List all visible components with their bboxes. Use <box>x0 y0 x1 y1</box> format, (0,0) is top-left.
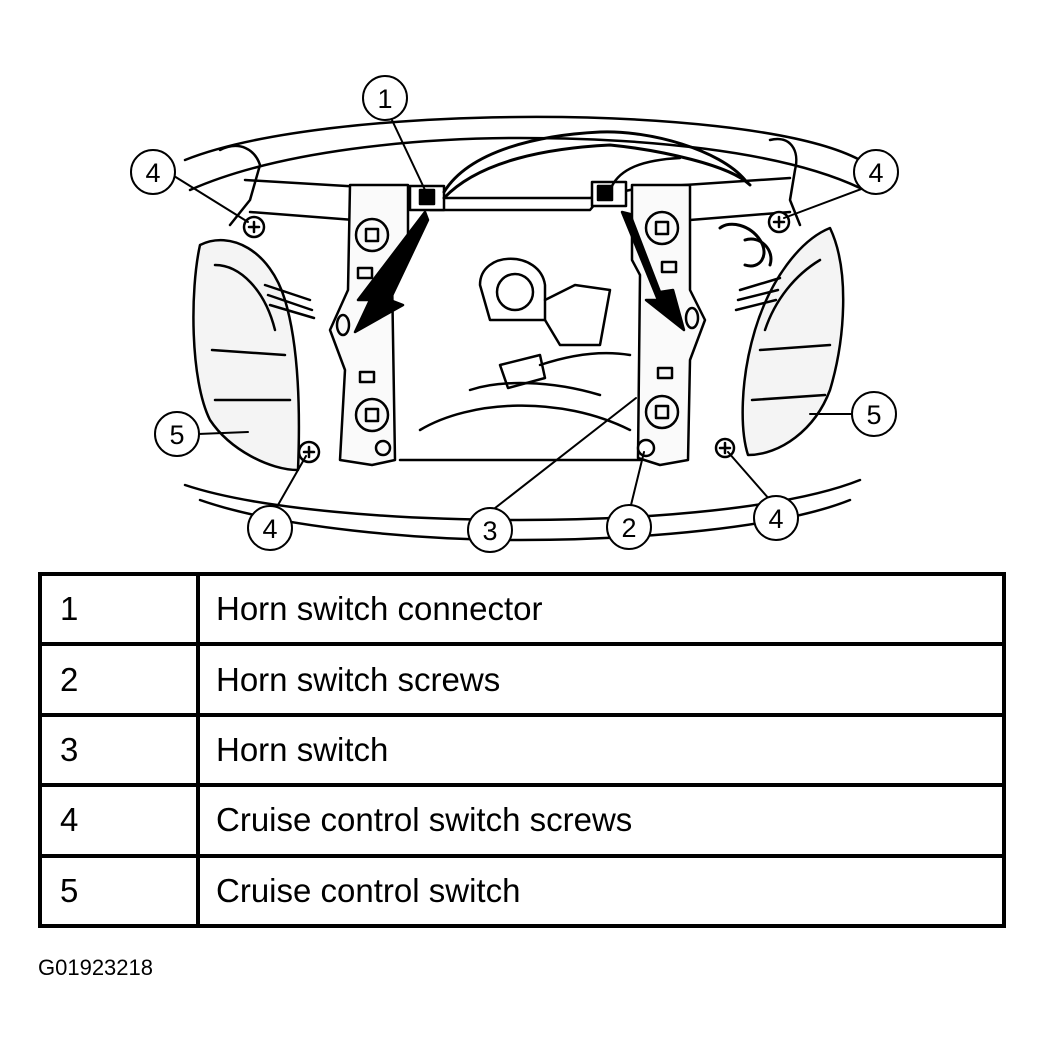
legend-number: 4 <box>38 783 200 858</box>
callout-4-bottom-left: 4 <box>247 505 293 551</box>
svg-text:5: 5 <box>169 420 184 450</box>
callout-4-bottom-right: 4 <box>753 495 799 541</box>
svg-text:5: 5 <box>866 400 881 430</box>
callout-3: 3 <box>467 507 513 553</box>
legend-number: 1 <box>38 571 200 647</box>
wheel-spokes <box>243 176 792 224</box>
legend-row: 3 Horn switch <box>38 712 1006 788</box>
legend-row: 2 Horn switch screws <box>38 642 1006 717</box>
cruise-switch-wiring <box>718 222 773 268</box>
right-cruise-control-switch <box>734 137 845 457</box>
legend-row: 5 Cruise control switch <box>38 853 1006 929</box>
callout-4-top-left: 4 <box>130 149 176 195</box>
legend-row: 4 Cruise control switch screws <box>38 783 1006 858</box>
legend-description: Horn switch <box>196 712 1006 788</box>
callout-1: 1 <box>362 75 408 121</box>
callout-4-top-right: 4 <box>853 149 899 195</box>
leader-lines <box>173 117 897 513</box>
svg-text:4: 4 <box>868 158 883 188</box>
callout-2: 2 <box>606 504 652 550</box>
left-cruise-control-switch <box>192 144 316 472</box>
legend-number: 2 <box>38 642 200 717</box>
callout-5-left: 5 <box>154 411 200 457</box>
legend-row: 1 Horn switch connector <box>38 571 1006 647</box>
svg-text:4: 4 <box>262 514 277 544</box>
cruise-switch-screws <box>242 210 791 464</box>
horn-switch-connectors <box>408 130 752 212</box>
legend-number: 3 <box>38 712 200 788</box>
svg-text:2: 2 <box>621 513 636 543</box>
legend-description: Cruise control switch screws <box>196 783 1006 858</box>
legend-number: 5 <box>38 853 200 929</box>
legend-description: Cruise control switch <box>196 853 1006 929</box>
svg-text:1: 1 <box>377 84 392 114</box>
svg-text:4: 4 <box>145 158 160 188</box>
steering-column-hub <box>398 257 642 462</box>
legend-description: Horn switch screws <box>196 642 1006 717</box>
figure-id: G01923218 <box>38 955 153 980</box>
legend-table: 1 Horn switch connector 2 Horn switch sc… <box>38 571 1006 929</box>
steering-wheel-diagram: 1 4 4 5 5 4 3 2 4 <box>130 75 899 553</box>
removal-arrows <box>353 210 686 334</box>
svg-text:3: 3 <box>482 516 497 546</box>
svg-text:4: 4 <box>768 504 783 534</box>
callout-5-right: 5 <box>851 391 897 437</box>
right-horn-switch-bracket <box>630 183 707 467</box>
legend-description: Horn switch connector <box>196 571 1006 647</box>
